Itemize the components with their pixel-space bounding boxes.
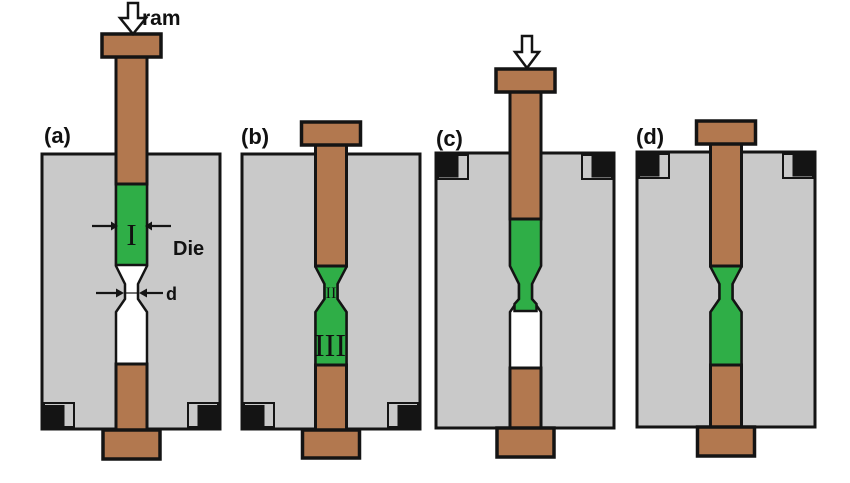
panel-d-label: (d)	[636, 124, 664, 149]
ram-shaft	[114, 55, 149, 186]
extrudate	[508, 216, 543, 313]
corner-key-right	[792, 153, 814, 177]
zone-label-1: I	[126, 217, 136, 252]
panel-d: (d)	[635, 119, 817, 458]
billet-width-arrows-icon	[92, 221, 171, 231]
panel-b: II III (b)	[240, 120, 422, 460]
corner-key-right	[397, 405, 419, 428]
punch-shaft	[508, 366, 543, 431]
punch-shaft	[314, 363, 348, 433]
punch-cap	[101, 428, 162, 461]
punch-shaft	[114, 362, 149, 433]
panel-c-label: (c)	[436, 126, 463, 151]
ram-label: ram	[142, 7, 181, 30]
panel-a-label: (a)	[44, 123, 71, 148]
ram-shaft	[508, 90, 543, 221]
ram-shaft	[314, 143, 348, 268]
corner-key-left	[43, 405, 65, 428]
zone-label-3: III	[314, 327, 346, 363]
panel-a: ram I Die d (a)	[40, 1, 222, 461]
corner-key-left	[638, 153, 660, 177]
diameter-label: d	[166, 284, 177, 304]
zone-label-2: II	[326, 285, 337, 302]
ram-shaft	[709, 141, 743, 268]
punch-shaft	[709, 363, 743, 430]
ram-cap	[299, 120, 363, 147]
corner-key-left	[437, 154, 459, 178]
force-arrow-icon	[512, 34, 542, 71]
corner-key-right	[591, 154, 613, 178]
ram-cap	[494, 67, 557, 94]
ram-cap	[100, 32, 163, 59]
panel-b-label: (b)	[241, 124, 269, 149]
corner-key-right	[197, 405, 219, 428]
corner-key-left	[243, 405, 265, 428]
punch-cap	[300, 428, 362, 460]
panel-c: (c)	[434, 34, 616, 459]
punch-cap	[495, 426, 556, 459]
die-label: Die	[173, 238, 204, 260]
punch-cap	[695, 425, 757, 458]
neck-diameter-arrows-icon	[96, 288, 163, 298]
ram-cap	[694, 119, 758, 146]
ram-force-arrow-icon	[117, 1, 149, 36]
